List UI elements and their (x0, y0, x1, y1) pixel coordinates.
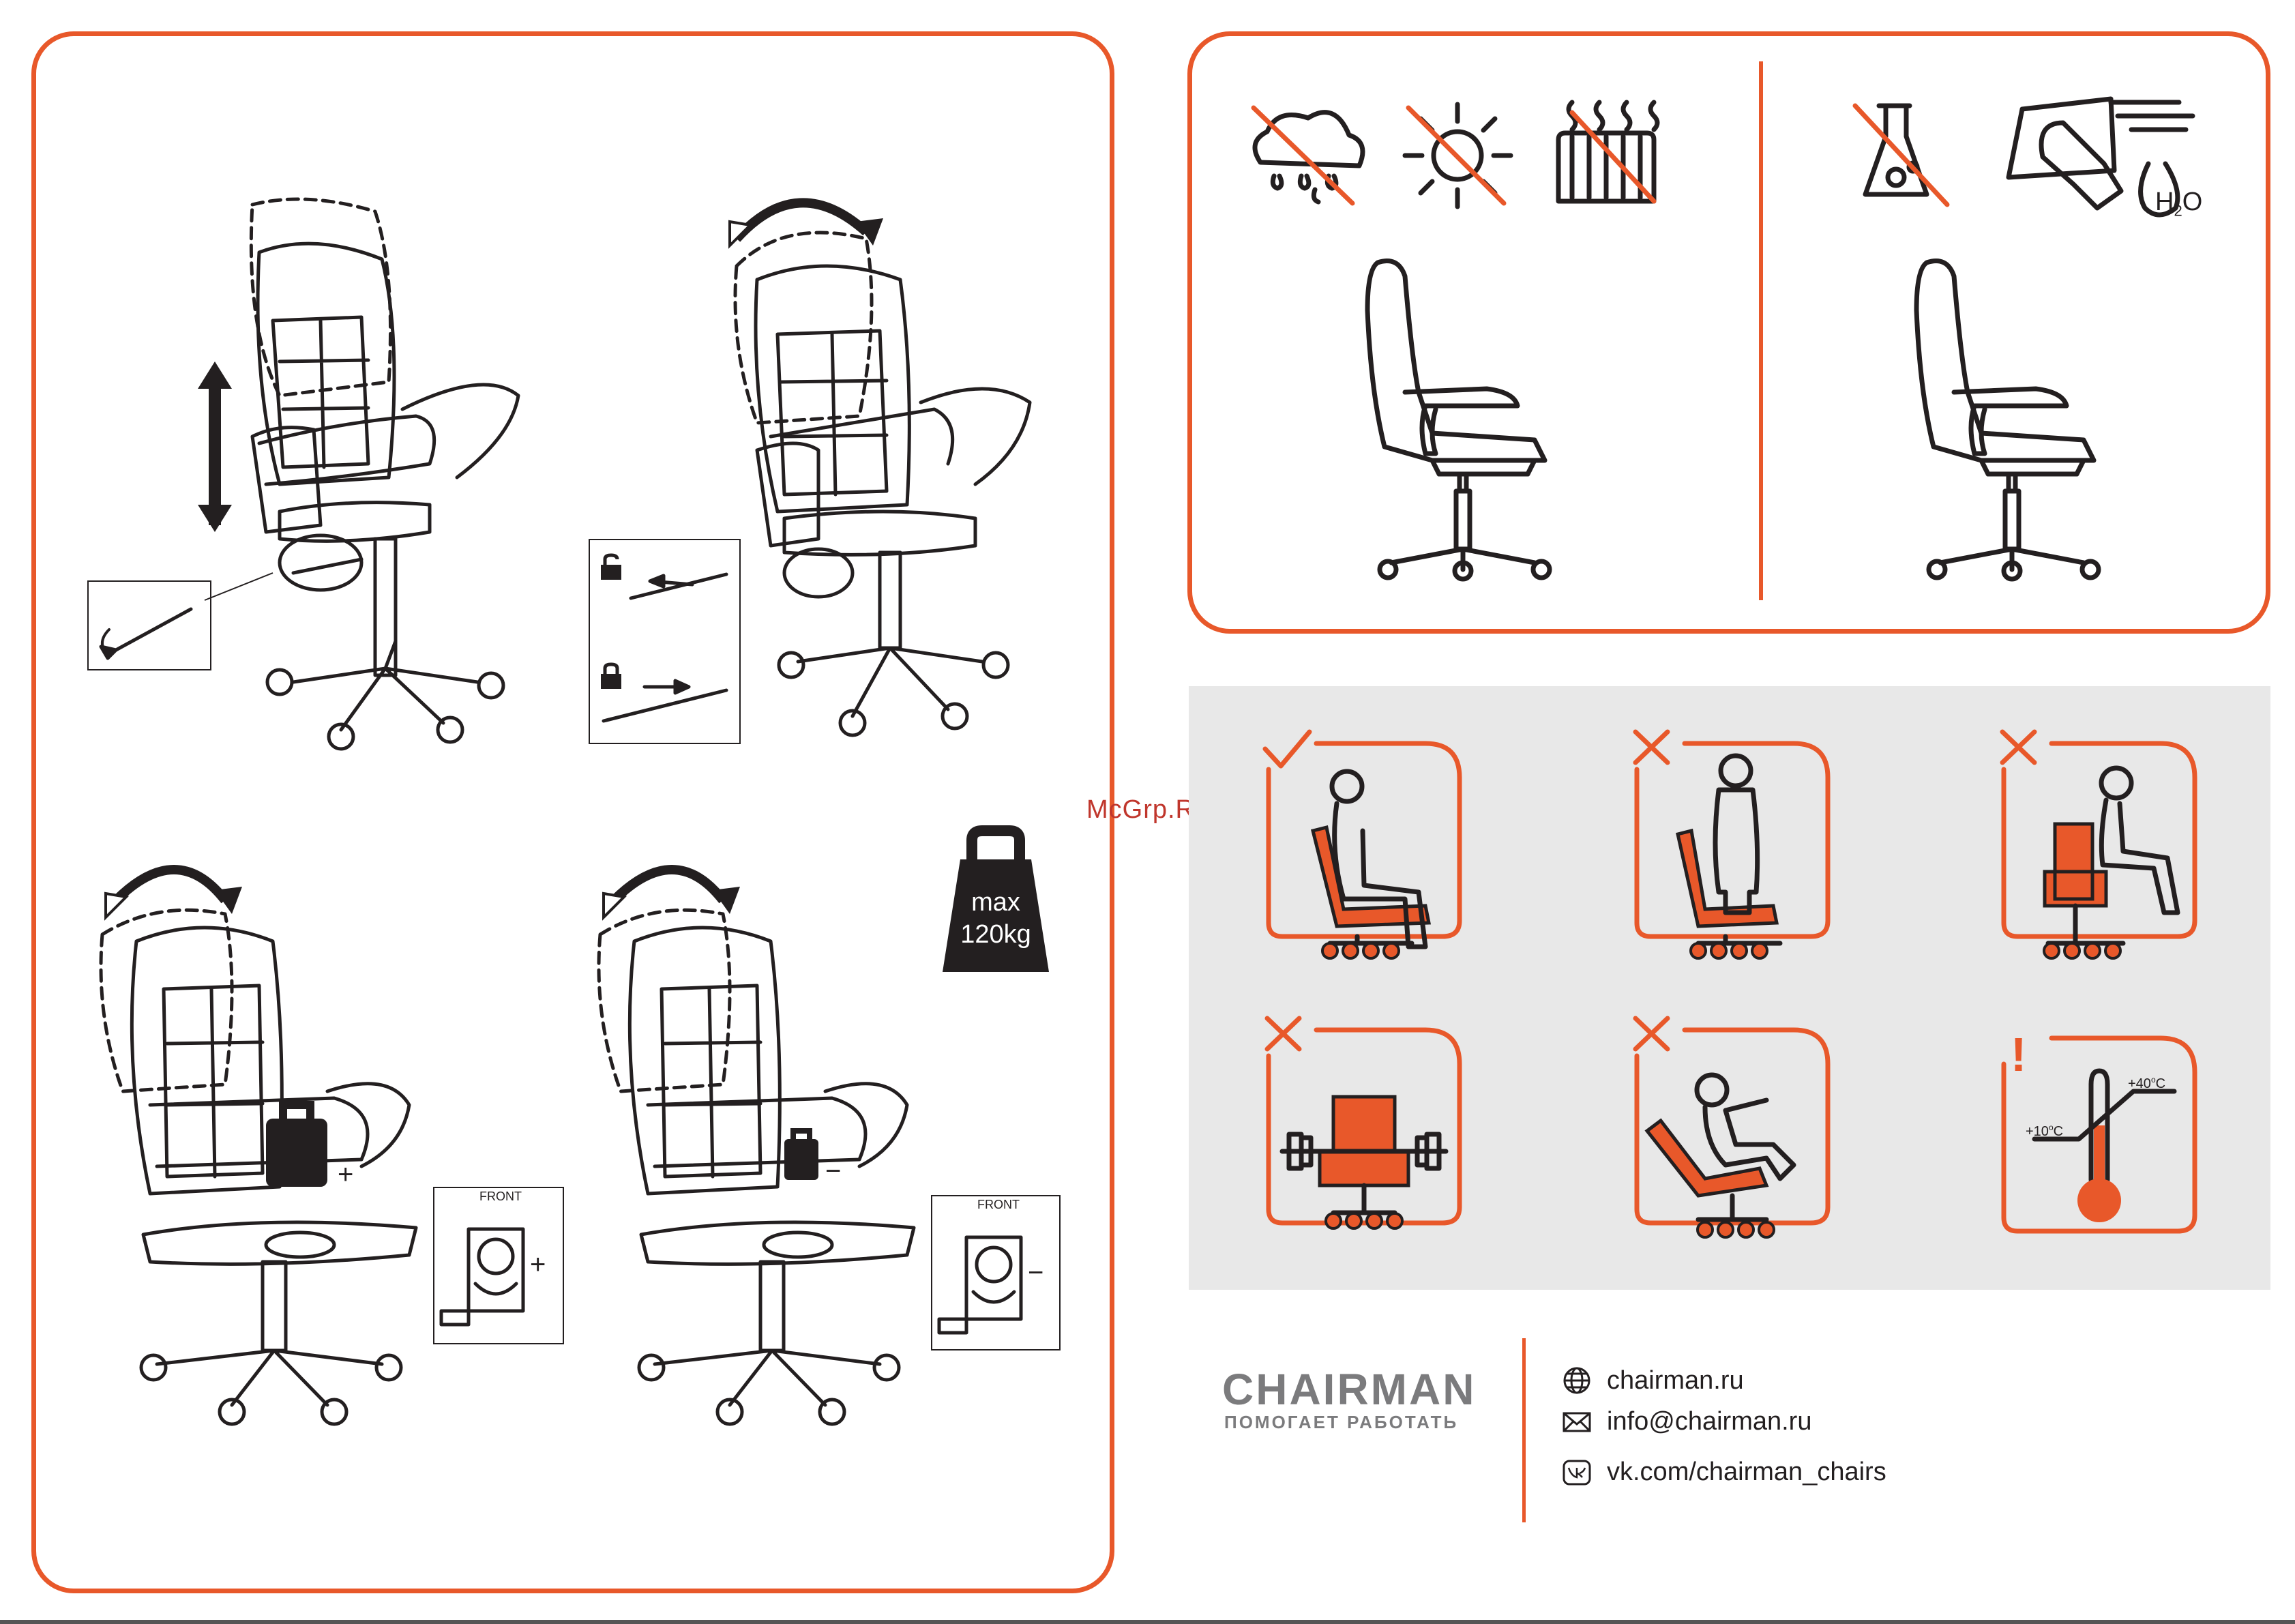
brand-slogan: ПОМОГАЕТ РАБОТАТЬ (1224, 1412, 1458, 1433)
envelope-icon (1562, 1406, 1592, 1436)
tile-leaning-back (1630, 1015, 1855, 1247)
unlock-icon (599, 554, 623, 581)
cross-icon (2002, 732, 2034, 763)
tile-sitting-on-armrest (1997, 728, 2222, 960)
footer-divider (1522, 1338, 1526, 1522)
chair-side-view-right (1906, 256, 2118, 583)
page-bottom-rule (0, 1620, 2295, 1624)
tension-sign-plus: + (338, 1160, 353, 1190)
tile-temperature-range: ! +10oC +40oC (1997, 1023, 2222, 1241)
lever-detail-box (87, 580, 211, 670)
weight-small-icon (784, 1131, 818, 1180)
email-link[interactable]: info@chairman.ru (1607, 1407, 1811, 1436)
rain-icon (1247, 101, 1366, 207)
knob-detail-plus: FRONT + (433, 1187, 564, 1344)
website-link[interactable]: chairman.ru (1607, 1366, 1744, 1396)
tile-lifting-chair (1262, 1015, 1487, 1240)
tilt-lock-illustration (716, 177, 1071, 737)
check-icon (1265, 732, 1309, 766)
contact-website[interactable]: chairman.ru (1562, 1365, 1744, 1396)
tile-standing-on-chair (1630, 728, 1855, 960)
vk-link[interactable]: vk.com/chairman_chairs (1607, 1458, 1886, 1487)
radiator-icon (1552, 99, 1661, 208)
front-label: FRONT (977, 1198, 1020, 1212)
max-weight-value: 120kg (960, 920, 1031, 949)
temp-low: +10oC (2026, 1123, 2063, 1139)
tile-correct-sitting (1262, 728, 1487, 960)
front-label: FRONT (479, 1190, 522, 1204)
knob-detail-minus: FRONT − (931, 1195, 1061, 1350)
warning-mark: ! (2011, 1028, 2026, 1081)
water-label: H2O (2155, 188, 2202, 220)
lock-detail-box (589, 539, 741, 744)
contact-email[interactable]: info@chairman.ru (1562, 1406, 1811, 1436)
tension-sign-minus-detail: − (1028, 1258, 1043, 1288)
tension-sign-plus-detail: + (530, 1250, 546, 1280)
sun-icon (1402, 101, 1514, 210)
weight-large-icon (266, 1105, 327, 1187)
globe-icon (1562, 1365, 1592, 1396)
chair-side-view-left (1357, 256, 1569, 583)
cross-icon (1635, 732, 1668, 763)
care-divider (1759, 61, 1763, 600)
contact-vk[interactable]: vk.com/chairman_chairs (1562, 1457, 1886, 1487)
brand-name: CHAIRMAN (1222, 1364, 1476, 1415)
chemical-flask-icon (1848, 99, 1951, 208)
cross-icon (1635, 1018, 1668, 1049)
temp-high: +40oC (2128, 1075, 2165, 1091)
vk-icon (1562, 1457, 1592, 1487)
max-weight-badge: max 120kg (941, 825, 1050, 979)
cross-icon (1267, 1018, 1299, 1049)
max-weight-label: max (971, 888, 1020, 917)
tension-increase-illustration: + (89, 846, 471, 1432)
tension-decrease-illustration: − (587, 846, 968, 1432)
tension-sign-minus: − (825, 1156, 841, 1186)
